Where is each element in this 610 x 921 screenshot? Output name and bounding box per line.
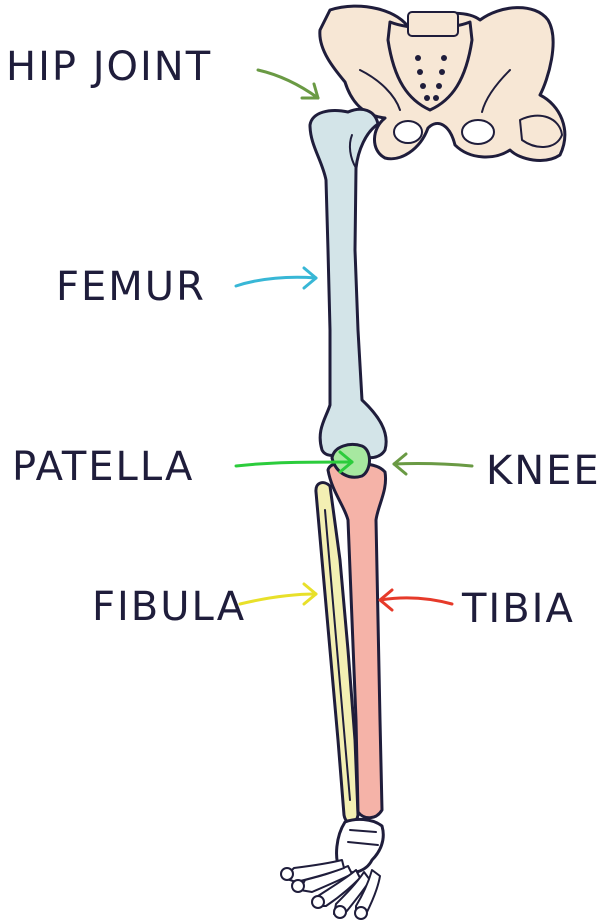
label-knee: KNEE — [486, 448, 601, 494]
arrow-hip-joint — [256, 68, 320, 100]
sacral-foramina — [415, 55, 447, 101]
label-femur: FEMUR — [56, 264, 206, 310]
arrow-patella — [234, 450, 354, 474]
arrow-tibia — [378, 588, 454, 612]
arrow-knee — [392, 452, 474, 476]
label-hip-joint: HIP JOINT — [6, 44, 212, 90]
fibula — [314, 481, 360, 825]
pelvis — [318, 4, 567, 162]
label-fibula: FIBULA — [92, 584, 246, 630]
femur — [308, 107, 388, 460]
label-tibia: TIBIA — [461, 586, 575, 632]
label-patella: PATELLA — [12, 444, 194, 490]
arrow-fibula — [238, 582, 318, 606]
foot — [280, 817, 385, 920]
arrow-femur — [234, 266, 318, 290]
